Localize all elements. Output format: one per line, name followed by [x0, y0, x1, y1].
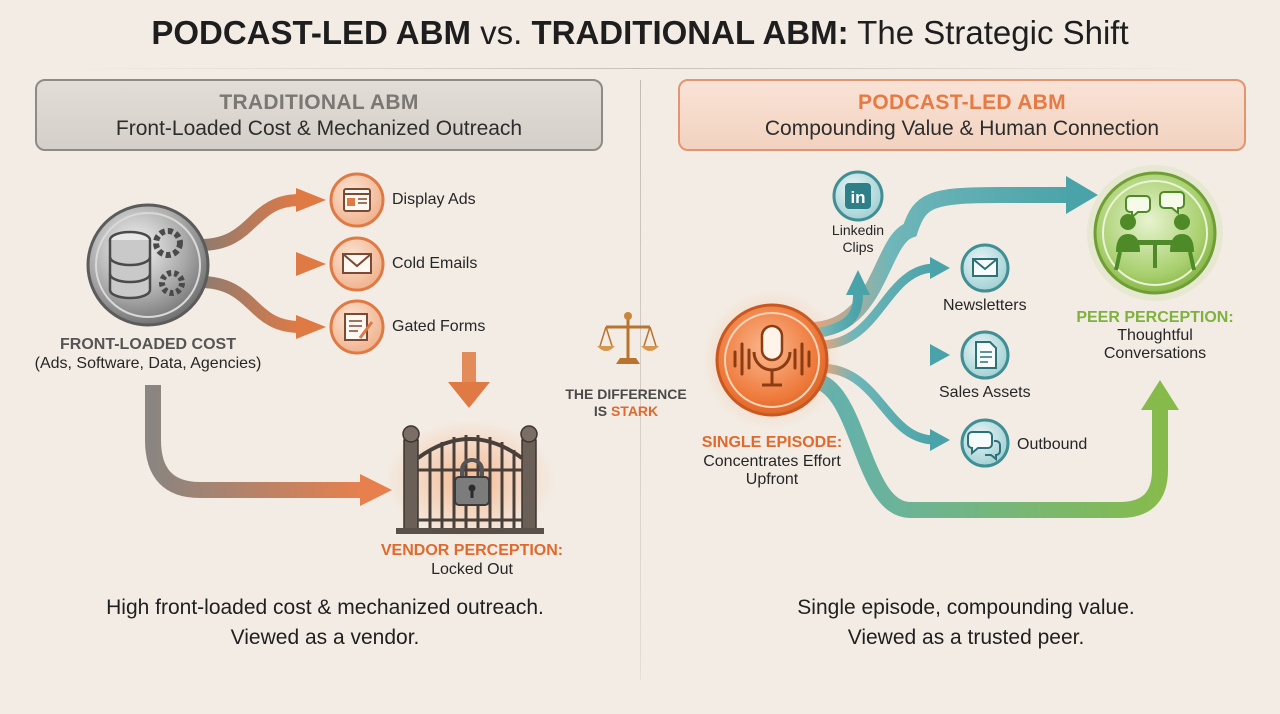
chat-bubbles-icon — [960, 418, 1010, 468]
difference-line2-accent: STARK — [610, 403, 659, 419]
podcast-subheading: Compounding Value & Human Connection — [764, 117, 1160, 140]
newsletters-label: Newsletters — [943, 297, 1027, 314]
cost-to-display-ads-arrow — [199, 188, 326, 251]
linkedin-clips-line1: Linkedin — [831, 222, 885, 238]
difference-line2-prefix: IS — [593, 403, 611, 419]
podcast-summary: Single episode, compounding value. Viewe… — [797, 593, 1134, 653]
title-traditional: TRADITIONAL ABM: — [531, 14, 849, 51]
podcast-header: PODCAST-LED ABM Compounding Value & Huma… — [678, 79, 1246, 151]
cold-emails-label: Cold Emails — [392, 255, 478, 272]
traditional-header: TRADITIONAL ABM Front-Loaded Cost & Mech… — [35, 79, 603, 151]
single-episode-label: SINGLE EPISODE: — [701, 434, 843, 451]
display-ad-icon — [329, 172, 385, 228]
locked-gate-icon — [385, 420, 555, 540]
title-vs: vs. — [470, 14, 532, 51]
podcast-heading: PODCAST-LED ABM — [858, 91, 1066, 114]
vendor-perception-label: VENDOR PERCEPTION: — [380, 542, 564, 559]
title-podcast-led: PODCAST-LED ABM — [151, 14, 471, 51]
traditional-heading: TRADITIONAL ABM — [219, 91, 419, 114]
traditional-summary-line2: Viewed as a vendor. — [230, 626, 420, 649]
sales-assets-label: Sales Assets — [939, 384, 1031, 401]
traditional-summary-line1: High front-loaded cost & mechanized outr… — [106, 596, 544, 619]
cost-to-gate-arrow — [145, 385, 392, 506]
title-divider — [70, 68, 1210, 69]
center-divider — [640, 80, 641, 680]
linkedin-icon: in — [832, 170, 884, 222]
form-icon — [329, 299, 385, 355]
database-gears-icon — [86, 203, 210, 327]
microphone-icon — [702, 290, 842, 430]
peer-perception-label: PEER PERCEPTION: — [1076, 309, 1234, 326]
linkedin-clips-line2: Clips — [842, 239, 874, 255]
display-ads-label: Display Ads — [392, 191, 476, 208]
linkedin-clips-label: Linkedin Clips — [832, 222, 884, 256]
scales-icon — [597, 312, 659, 364]
traditional-summary: High front-loaded cost & mechanized outr… — [106, 593, 544, 653]
difference-label: THE DIFFERENCE IS STARK — [565, 386, 686, 420]
envelope-icon — [329, 236, 385, 292]
peer-perception-line1: Thoughtful — [1117, 327, 1193, 344]
front-loaded-cost-detail: (Ads, Software, Data, Agencies) — [34, 355, 262, 372]
gated-forms-label: Gated Forms — [392, 318, 486, 335]
people-conversation-icon — [1087, 165, 1223, 301]
peer-perception-detail: Thoughtful Conversations — [1104, 327, 1206, 363]
outreach-to-gate-arrow — [448, 352, 490, 408]
peer-perception-line2: Conversations — [1103, 345, 1207, 362]
document-icon — [960, 330, 1010, 380]
single-episode-line1: Concentrates Effort — [703, 453, 841, 470]
page-title: PODCAST-LED ABM vs. TRADITIONAL ABM: The… — [0, 14, 1280, 52]
newsletter-icon — [960, 243, 1010, 293]
episode-to-peer-bottom-arrow — [802, 372, 1179, 518]
episode-to-sales-assets-arrow — [825, 344, 950, 366]
svg-text:in: in — [850, 188, 865, 207]
cost-to-cold-emails-arrow — [200, 252, 326, 276]
cost-to-gated-forms-arrow — [199, 276, 326, 339]
traditional-subheading: Front-Loaded Cost & Mechanized Outreach — [115, 117, 523, 140]
single-episode-detail: Concentrates Effort Upfront — [703, 453, 841, 489]
title-strategic-shift: The Strategic Shift — [848, 14, 1129, 51]
podcast-summary-line1: Single episode, compounding value. — [797, 596, 1135, 619]
single-episode-line2: Upfront — [745, 471, 799, 488]
front-loaded-cost-label: FRONT-LOADED COST — [60, 336, 236, 353]
outbound-label: Outbound — [1017, 436, 1088, 453]
podcast-summary-line2: Viewed as a trusted peer. — [847, 626, 1085, 649]
vendor-perception-value: Locked Out — [431, 561, 513, 578]
difference-line1: THE DIFFERENCE — [565, 386, 687, 402]
